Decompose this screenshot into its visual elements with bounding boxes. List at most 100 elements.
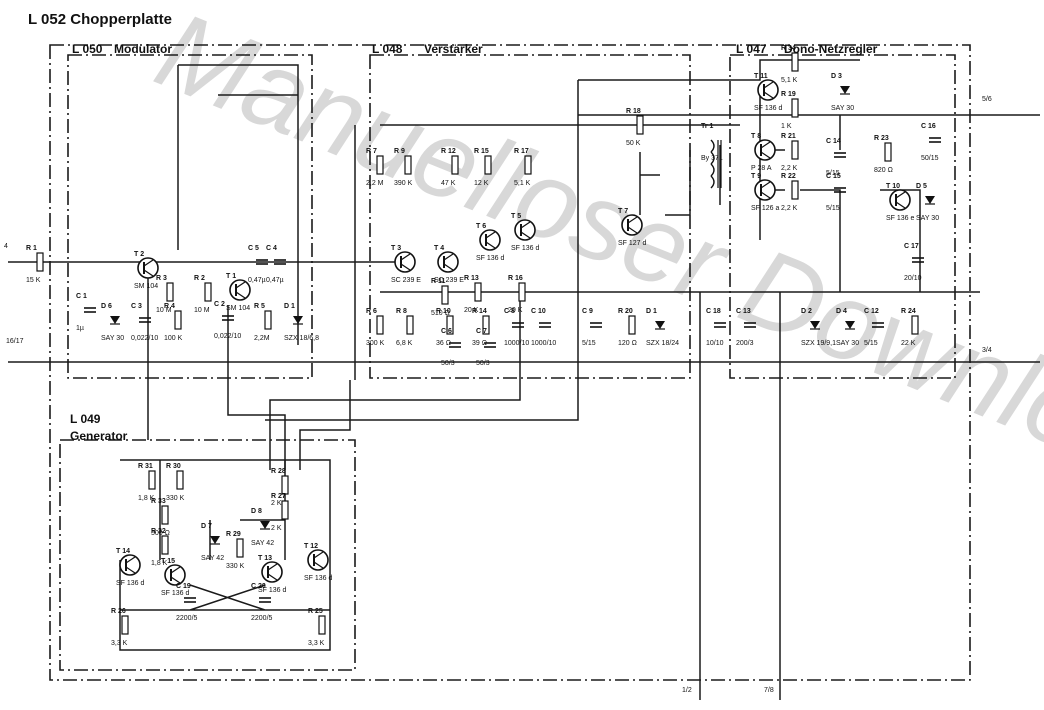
component-ref: C 5 — [248, 245, 259, 252]
component-value: SAY 30 — [101, 335, 124, 342]
component-value: 20 K — [508, 307, 523, 314]
component-ref: T 2 — [134, 251, 144, 258]
component-r8: R 86,8 K — [396, 308, 414, 347]
component-ref: T 6 — [476, 223, 486, 230]
component-t2: T 2 SM 104 — [134, 251, 159, 290]
component-ref: R 8 — [396, 308, 407, 315]
component-value: 330 K — [166, 495, 185, 502]
component-value: SF 136 e — [886, 215, 915, 222]
frame-outer — [49, 44, 971, 681]
component-value: SF 127 d — [618, 240, 647, 247]
component-value: 5/15 — [826, 205, 840, 212]
component-c5: C 50,47µ — [248, 245, 268, 284]
component-ref: R 31 — [138, 463, 153, 470]
component-r32: R 321,8 K — [151, 528, 169, 567]
component-value: 2200/5 — [251, 615, 273, 622]
component-t4: T 4SC 239 E — [434, 245, 464, 284]
page-title: L 052 Chopperplatte — [28, 11, 172, 28]
svg-text:Dono-Netzregler: Dono-Netzregler — [784, 42, 878, 56]
component-ref: T 7 — [618, 208, 628, 215]
svg-text:L 050: L 050 — [72, 42, 103, 56]
component-ref: T 1 — [226, 273, 236, 280]
component-ref: R 22 — [781, 173, 796, 180]
component-c20: C 20 2200/5 — [251, 583, 273, 622]
component-r31: R 31 1,8 K — [138, 463, 156, 502]
component-value: 20/10 — [904, 275, 922, 282]
component-ref: R 19 — [781, 91, 796, 98]
component-value: P 28 A — [751, 165, 772, 172]
component-ref: D 6 — [101, 303, 112, 310]
component-r19: R 191 K — [781, 91, 799, 130]
component-value: 1µ — [76, 325, 84, 332]
component-ref: D 4 — [836, 308, 847, 315]
transformer-wire — [665, 145, 721, 216]
component-ref: D 8 — [251, 508, 262, 515]
component-value: 200/3 — [736, 340, 754, 347]
component-ref: C 20 — [251, 583, 266, 590]
component-value: 5/15 — [826, 170, 840, 177]
component-ref: R 23 — [874, 135, 889, 142]
component-value: 820 Ω — [874, 167, 893, 174]
component-value: SM 104 — [134, 283, 158, 290]
component-value: 1,8 K — [138, 495, 155, 502]
component-ref: R 24 — [901, 308, 916, 315]
component-ref: D 5 — [916, 183, 927, 190]
svg-text:Verstärker: Verstärker — [424, 42, 483, 56]
component-ref: D 2 — [801, 308, 812, 315]
component-c9: C 95/15 — [582, 308, 602, 347]
svg-text:Modulator: Modulator — [114, 42, 172, 56]
component-value: 0,022/10 — [131, 335, 158, 342]
component-ref: C 14 — [826, 138, 841, 145]
component-value: 2,2M — [254, 335, 270, 342]
component-ref: R 5 — [254, 303, 265, 310]
component-value: 10 M — [194, 307, 210, 314]
component-value: 39 Ω — [472, 340, 487, 347]
component-t1: T 1SM 104 — [226, 273, 251, 312]
component-r22: R 222,2 K — [781, 173, 799, 212]
port-label-7-8: 7/8 — [764, 687, 774, 694]
component-value: 510 Ω — [431, 310, 450, 317]
component-value: SF 136 d — [304, 575, 333, 582]
component-value: SZX 18/24 — [646, 340, 679, 347]
component-ref: C 10 — [531, 308, 546, 315]
frame-generator — [59, 439, 356, 671]
component-t8: T 8P 28 A — [751, 133, 776, 172]
component-c4: C 40,47µ — [266, 245, 286, 284]
component-ref: R 13 — [464, 275, 479, 282]
component-ref: R 21 — [781, 133, 796, 140]
component-ref: R 12 — [441, 148, 456, 155]
component-r25: R 253,3 K — [308, 608, 326, 647]
port-label-16-17: 16/17 — [6, 338, 24, 345]
component-c12: C 125/15 — [864, 308, 884, 347]
component-value: SAY 42 — [251, 540, 274, 547]
component-r27: R 272 K — [271, 493, 289, 532]
component-ref: T 12 — [304, 543, 318, 550]
component-value: 50/3 — [476, 360, 490, 367]
component-r26: R 263,3 K — [111, 608, 129, 647]
component-value: 2,2 M — [366, 180, 384, 187]
block-label-modulator: L 050 Modulator — [72, 42, 172, 56]
component-value: 3,3 K — [308, 640, 325, 647]
component-value: SF 126 a — [751, 205, 780, 212]
component-c1: C 11µ — [76, 293, 96, 332]
component-ref: R 6 — [366, 308, 377, 315]
component-ref: T 4 — [434, 245, 444, 252]
component-d8: D 8 SAY 42 — [251, 508, 274, 547]
svg-text:L 049: L 049 — [70, 412, 101, 426]
component-ref: R 34 — [781, 45, 796, 52]
